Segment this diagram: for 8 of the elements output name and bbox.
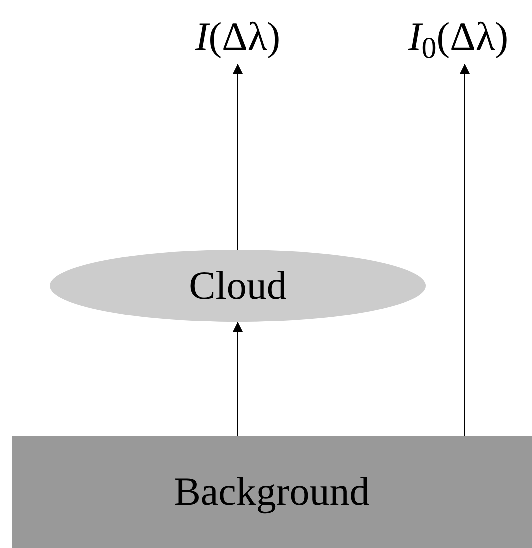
arrow <box>233 64 243 250</box>
arrow <box>233 322 243 436</box>
arrow <box>460 64 470 436</box>
formula-text: I$_{0}$(Δλ) <box>408 17 509 57</box>
background-box <box>12 436 532 548</box>
formula-text: I(Δλ) <box>195 17 281 57</box>
node-label: Cloud <box>189 266 287 306</box>
node-label: Background <box>174 472 370 512</box>
